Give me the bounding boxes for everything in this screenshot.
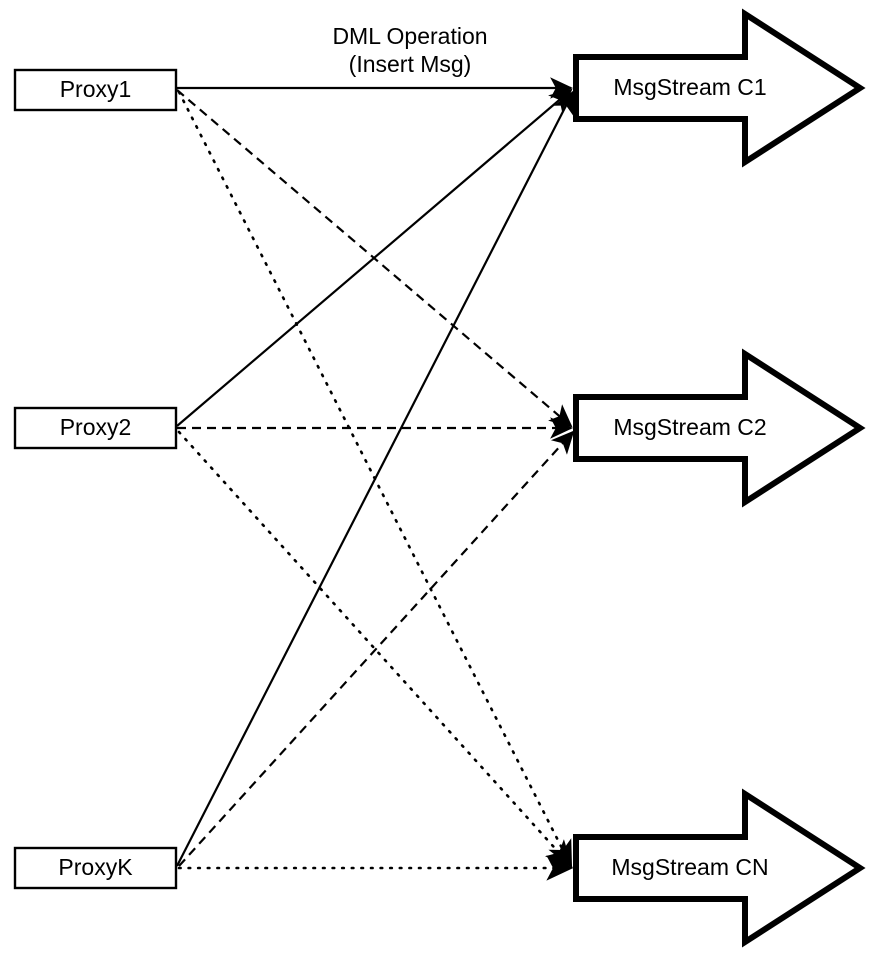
msgstream-node-0[interactable]: MsgStream C1 — [573, 8, 866, 168]
msgstream-arrow-shape[interactable] — [573, 788, 866, 948]
dml-operation-label-line2: (Insert Msg) — [349, 51, 472, 77]
proxy-box[interactable] — [13, 68, 178, 112]
msgstream-node-1[interactable]: MsgStream C2 — [573, 348, 866, 508]
msgstream-node-2[interactable]: MsgStream CN — [573, 788, 866, 948]
edge-pk-c2 — [178, 430, 575, 867]
msgstream-label: MsgStream C1 — [613, 74, 766, 100]
proxy-node-proxy2[interactable]: Proxy2 — [13, 406, 178, 450]
proxy-label: Proxy1 — [60, 76, 132, 102]
streams-layer: MsgStream C1 MsgStream C2 MsgStream CN — [573, 8, 866, 948]
proxy-node-proxy1[interactable]: Proxy1 — [13, 68, 178, 112]
proxy-box[interactable] — [13, 846, 178, 890]
msgstream-label: MsgStream CN — [611, 854, 768, 880]
edge-p2-c1 — [176, 88, 573, 427]
msgstream-label: MsgStream C2 — [613, 414, 766, 440]
proxy-node-proxyk[interactable]: ProxyK — [13, 846, 178, 890]
msgstream-arrow-shape[interactable] — [573, 8, 866, 168]
proxy-label: ProxyK — [58, 854, 133, 880]
msgstream-arrow-shape[interactable] — [573, 348, 866, 508]
proxy-box[interactable] — [13, 406, 178, 450]
edge-p2-cn — [177, 430, 573, 868]
proxy-label: Proxy2 — [60, 414, 132, 440]
dml-operation-label-line1: DML Operation — [332, 23, 487, 49]
edges-layer — [176, 77, 575, 881]
edge-pk-c1 — [176, 90, 574, 867]
